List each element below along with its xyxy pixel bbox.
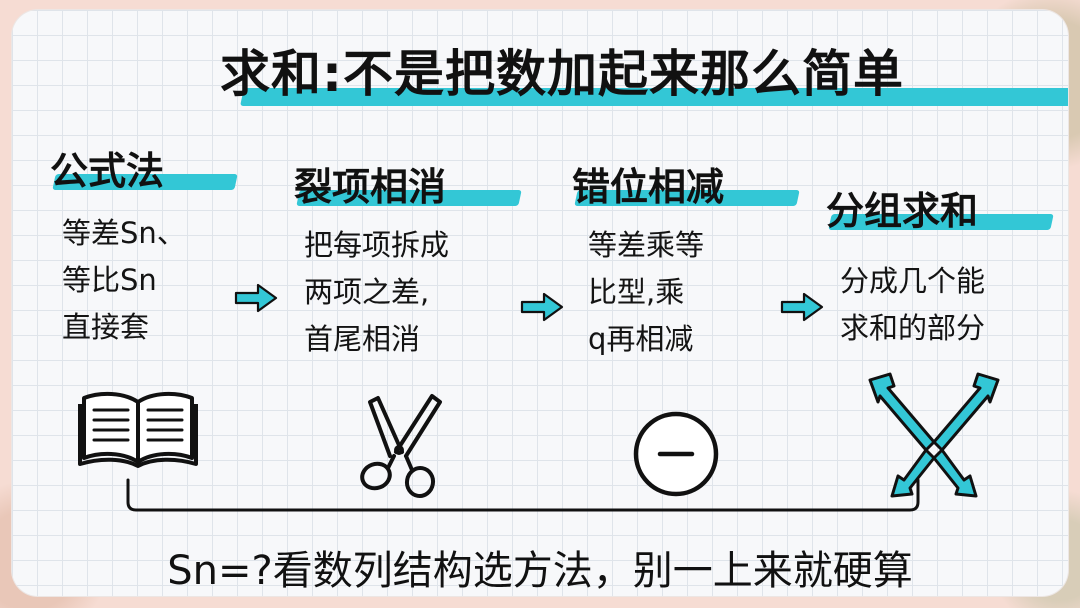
method-4-desc-line: 分成几个能 — [840, 264, 986, 298]
split-arrows-icon — [868, 372, 1000, 498]
method-3-desc-line: 等差乘等 — [588, 228, 705, 262]
page-title: 求和:不是把数加起来那么简单 — [220, 45, 904, 103]
method-2-desc-line: 把每项拆成 — [304, 228, 450, 262]
method-3-desc: 等差乘等比型,乘 q再相减 — [588, 222, 704, 363]
method-2-title: 裂项相消 — [294, 165, 447, 209]
method-2-desc-line: 两项之差, — [304, 275, 430, 309]
arrow-right-icon — [520, 292, 564, 322]
minus-circle-icon — [633, 411, 719, 497]
method-1-heading: 公式法 — [50, 140, 240, 200]
method-1-desc: 等差Sn、等比Sn 直接套 — [62, 210, 186, 351]
method-1-title: 公式法 — [50, 149, 165, 193]
method-4-desc: 分成几个能求和的部分 — [840, 258, 985, 352]
method-4-heading: 分组求和 — [826, 180, 1056, 240]
infographic-card: 求和:不是把数加起来那么简单 公式法 等差Sn、等比Sn 直接套 裂项相消 把每项… — [12, 10, 1068, 596]
method-3-heading: 错位相减 — [572, 156, 802, 216]
book-icon — [78, 391, 198, 468]
arrow-right-icon — [780, 292, 824, 322]
scissors-icon — [360, 394, 442, 498]
method-1-desc-line: 等比Sn — [62, 263, 157, 297]
method-1-desc-line: 直接套 — [62, 310, 150, 344]
title-block: 求和:不是把数加起来那么简单 — [122, 30, 1068, 110]
method-2-desc: 把每项拆成两项之差, 首尾相消 — [304, 222, 449, 363]
method-1-desc-line: 等差Sn、 — [62, 216, 186, 250]
method-4-title: 分组求和 — [826, 189, 979, 233]
method-3-desc-line: q再相减 — [588, 322, 694, 356]
method-3-title: 错位相减 — [572, 165, 725, 209]
method-3-desc-line: 比型,乘 — [588, 275, 685, 309]
method-2-heading: 裂项相消 — [294, 156, 524, 216]
method-4-desc-line: 求和的部分 — [840, 311, 986, 345]
method-2-desc-line: 首尾相消 — [304, 322, 421, 356]
arrow-right-icon — [234, 283, 278, 313]
footer-text: Sn=?看数列结构选方法，别一上来就硬算 — [167, 548, 913, 594]
